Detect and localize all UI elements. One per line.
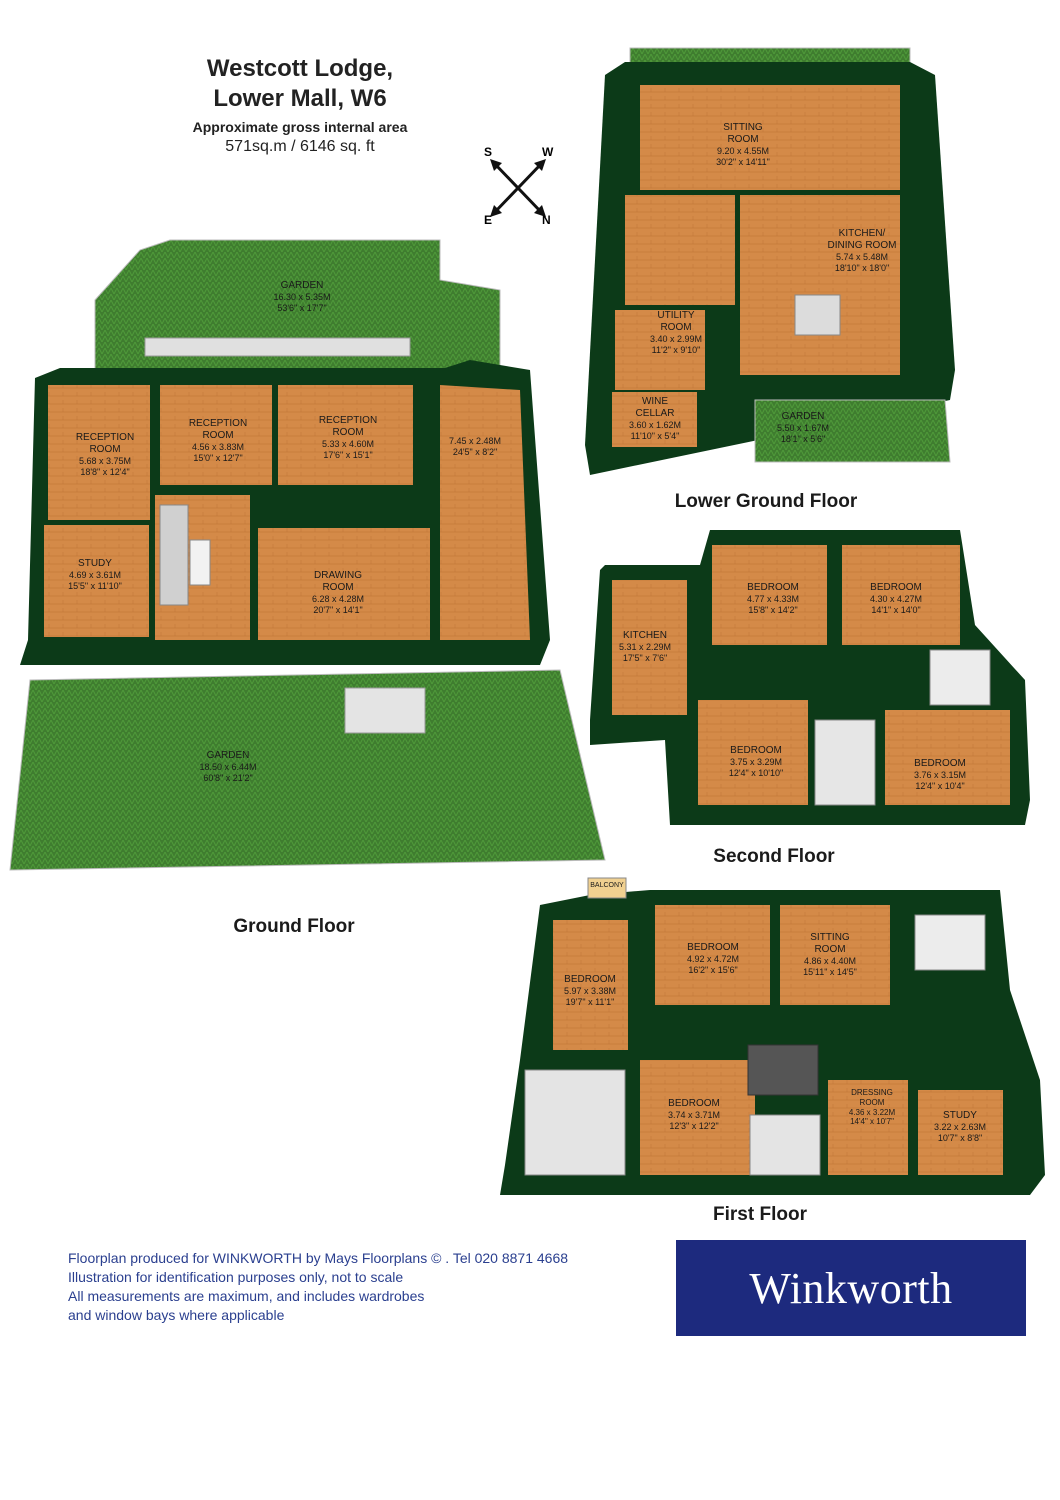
- footer-line-1: Floorplan produced for WINKWORTH by Mays…: [68, 1250, 569, 1266]
- title-line-2: Lower Mall, W6: [213, 85, 387, 112]
- room-label-first-bedroom-3: BEDROOM 3.74 x 3.71M 12'3" x 12'2": [667, 1098, 721, 1132]
- room-label-second-bedroom-4: BEDROOM 3.76 x 3.15M 12'4" x 10'4": [913, 758, 967, 792]
- room-label-second-kitchen: KITCHEN 5.31 x 2.29M 17'5" x 7'6": [618, 630, 672, 664]
- room-label-first-study: STUDY 3.22 x 2.63M 10'7" x 8'8": [933, 1110, 987, 1144]
- footer-notes: Floorplan produced for WINKWORTH by Mays…: [68, 1249, 668, 1325]
- compass-w: W: [542, 145, 554, 159]
- room-label-first-balcony: BALCONY: [590, 882, 624, 889]
- first-building-shell: [500, 890, 1045, 1195]
- winkworth-logo: Winkworth: [676, 1240, 1026, 1336]
- compass-n: N: [542, 213, 551, 227]
- room-label-ground-hall: 7.45 x 2.48M 24'5" x 8'2": [448, 436, 502, 457]
- room-label-first-bedroom-1: BEDROOM 4.92 x 4.72M 16'2" x 15'6": [686, 942, 740, 976]
- room-label-first-sitting: SITTING ROOM 4.86 x 4.40M 15'11" x 14'5": [803, 932, 857, 978]
- room-label-lower-utility: UTILITY ROOM 3.40 x 2.99M 11'2" x 9'10": [649, 310, 703, 356]
- room-label-second-bedroom-3: BEDROOM 3.75 x 3.29M 12'4" x 10'10": [728, 745, 784, 779]
- title-line-1: Westcott Lodge,: [206, 55, 394, 82]
- room-label-lower-wine: WINE CELLAR 3.60 x 1.62M 11'10" x 5'4": [628, 396, 682, 442]
- room-label-lower-sitting: SITTING ROOM 9.20 x 4.55M 30'2" x 14'11": [716, 122, 770, 168]
- second-floor: [590, 530, 1030, 825]
- first-floor: [500, 877, 1045, 1195]
- compass-e: E: [484, 213, 493, 227]
- compass-s: S: [484, 145, 493, 159]
- area-label: Approximate gross internal area: [192, 119, 408, 135]
- room-label-first-dressing: DRESSING ROOM 4.36 x 3.22M 14'4" x 10'7": [848, 1088, 896, 1127]
- room-label-second-bedroom-1: BEDROOM 4.77 x 4.33M 15'8" x 14'2": [746, 582, 800, 616]
- compass-arrows-icon: [490, 159, 546, 217]
- room-label-ground-reception-2: RECEPTION ROOM 4.56 x 3.83M 15'0" x 12'7…: [188, 418, 248, 464]
- room-label-lower-kitchen: KITCHEN/ DINING ROOM 5.74 x 5.48M 18'10"…: [827, 228, 897, 274]
- floor-title-first: First Floor: [713, 1204, 807, 1225]
- room-label-ground-garden-top: GARDEN 16.30 x 5.35M 53'6" x 17'7": [273, 280, 331, 314]
- ground-garden-bottom: [9, 669, 606, 871]
- floor-title-lower-ground: Lower Ground Floor: [674, 491, 858, 512]
- floor-title-second: Second Floor: [713, 846, 835, 867]
- room-label-ground-reception-1: RECEPTION ROOM 5.68 x 3.75M 18'8" x 12'4…: [75, 432, 135, 478]
- ground-floor: [9, 239, 606, 871]
- room-label-ground-reception-3: RECEPTION ROOM 5.33 x 4.60M 17'6" x 15'1…: [318, 415, 378, 461]
- room-label-ground-study: STUDY 4.69 x 3.61M 15'5" x 11'10": [68, 558, 122, 592]
- logo-text: Winkworth: [749, 1263, 953, 1313]
- page-title: Westcott Lodge, Lower Mall, W6 Approxima…: [190, 54, 410, 158]
- footer-line-3: All measurements are maximum, and includ…: [68, 1288, 425, 1304]
- room-label-ground-drawing: DRAWING ROOM 6.28 x 4.28M 20'7" x 14'1": [311, 570, 365, 616]
- room-label-ground-garden-bottom: GARDEN 18.50 x 6.44M 60'8" x 21'2": [199, 750, 257, 784]
- floor-title-ground: Ground Floor: [233, 916, 355, 937]
- lower-ground-floor: [585, 47, 955, 475]
- room-label-second-bedroom-2: BEDROOM 4.30 x 4.27M 14'1" x 14'0": [869, 582, 923, 616]
- area-value: 571sq.m / 6146 sq. ft: [225, 138, 375, 155]
- footer-line-2: Illustration for identification purposes…: [68, 1269, 404, 1285]
- footer-line-4: and window bays where applicable: [68, 1307, 285, 1323]
- compass: S W E N: [480, 145, 560, 230]
- lower-garden: [754, 399, 951, 463]
- room-label-first-bedroom-2: BEDROOM 5.97 x 3.38M 19'7" x 11'1": [563, 974, 617, 1008]
- room-label-lower-garden: GARDEN 5.50 x 1.67M 18'1" x 5'6": [776, 411, 830, 445]
